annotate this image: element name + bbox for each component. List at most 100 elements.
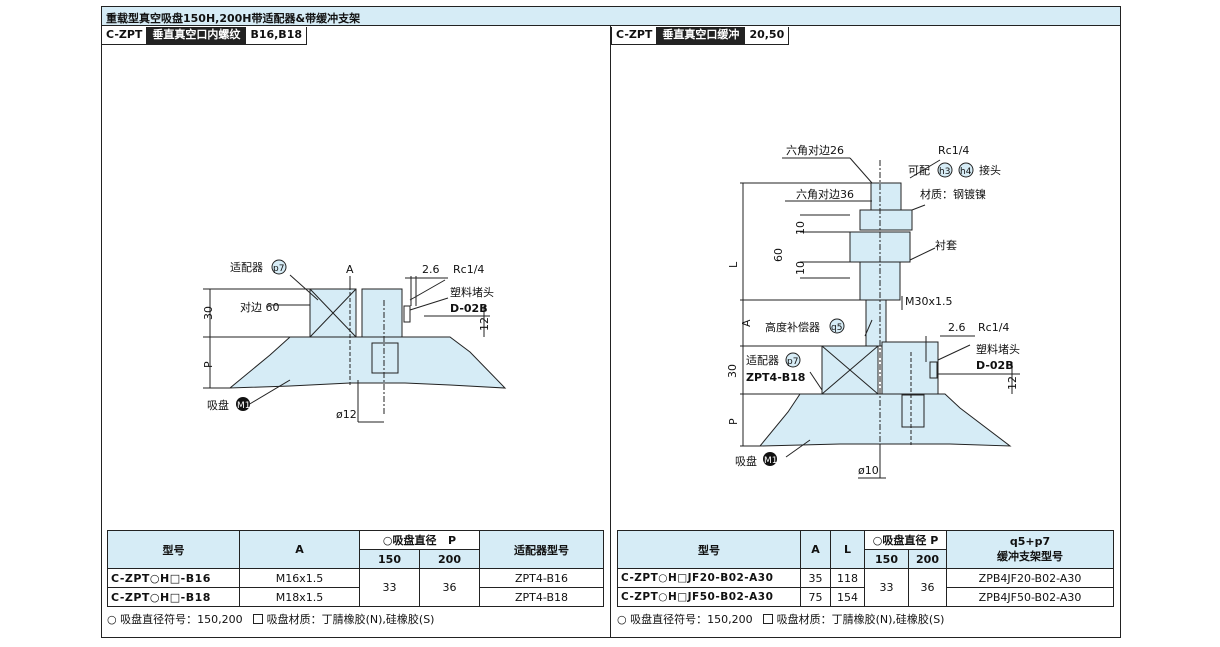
h4-icon: h4: [960, 167, 972, 177]
dim-30: 30: [202, 306, 215, 320]
material-label: 材质：钢镀镍: [920, 187, 986, 201]
p150-value: 33: [864, 568, 909, 607]
p150-value: 33: [359, 568, 420, 607]
h3-icon: h3: [939, 167, 950, 177]
dim-a: A: [346, 263, 354, 276]
rc2-label: Rc1/4: [978, 321, 1009, 334]
size-symbol-note: ○ 吸盘直径符号：150,200: [617, 613, 753, 626]
series-tag: C-ZPT: [611, 27, 658, 45]
suction-pad: [758, 393, 1012, 447]
d02b-label: D-02B: [450, 302, 488, 315]
table-row-l: 154: [830, 587, 865, 607]
type-tag: 垂直真空口缓冲: [657, 27, 745, 45]
table-row-bracket: ZPB4JF20-B02-A30: [946, 568, 1114, 588]
table-row-model: C-ZPT○H□JF50-B02-A30: [617, 587, 801, 607]
table-row-adapter: ZPT4-B18: [479, 587, 604, 607]
size-200: 200: [419, 549, 480, 569]
m1-icon: M1: [237, 401, 251, 411]
dim-l: L: [727, 261, 740, 268]
table-row-bracket: ZPB4JF50-B02-A30: [946, 587, 1114, 607]
left-spec-table: 型号 A ○吸盘直径 P 适配器型号 150 200 C-ZPT○H□-B16 …: [107, 530, 604, 607]
dim-p: P: [202, 361, 215, 368]
table-row-model: C-ZPT○H□-B18: [107, 587, 240, 607]
dim-30: 30: [726, 364, 739, 378]
left-drawing: 适配器 p7 A 2.6 Rc1/4 塑料堵头 D-02B 对边 60 30 1…: [202, 259, 507, 423]
p7-icon: p7: [273, 264, 284, 274]
bush-label: 衬套: [935, 239, 957, 252]
dim-12: 12: [478, 317, 491, 331]
dim-a: A: [740, 319, 753, 327]
variant-tag: B16,B18: [245, 27, 307, 45]
size-200: 200: [908, 549, 947, 569]
table-row-model: C-ZPT○H□-B16: [107, 568, 240, 588]
dia-10: ø10: [858, 464, 879, 477]
pad-label: 吸盘: [735, 454, 757, 468]
q5-icon: q5: [831, 323, 842, 333]
m30-label: M30x1.5: [905, 295, 953, 308]
size-150: 150: [864, 549, 909, 569]
available-label: 可配: [908, 164, 930, 177]
series-tag: C-ZPT: [102, 27, 148, 45]
table-row-a: M16x1.5: [239, 568, 360, 588]
col-model: 型号: [107, 530, 240, 569]
col-adapter: 适配器型号: [479, 530, 604, 569]
type-tag: 垂直真空口内螺纹: [147, 27, 246, 45]
adapter-label: 适配器: [746, 354, 779, 367]
material-note: 吸盘材质：丁腈橡胶(N),硅橡胶(S): [266, 613, 435, 626]
rc-label: Rc1/4: [938, 144, 969, 157]
p200-value: 36: [908, 568, 947, 607]
dim-2-6: 2.6: [422, 263, 440, 276]
rc-label: Rc1/4: [453, 263, 484, 276]
table-row-adapter: ZPT4-B16: [479, 568, 604, 588]
hex26-label: 六角对边26: [786, 143, 844, 157]
dim-2-6: 2.6: [948, 321, 966, 334]
col-pad-dia: ○吸盘直径 P: [864, 530, 947, 550]
catalog-frame: 重载型真空吸盘150H,200H带适配器&带缓冲支架 C-ZPT 垂直真空口内螺…: [101, 6, 1121, 638]
square-icon: [253, 614, 264, 624]
pad-label: 吸盘: [207, 398, 229, 412]
dim-10b: 10: [794, 261, 807, 275]
table-row-l: 118: [830, 568, 865, 588]
p200-value: 36: [419, 568, 480, 607]
right-tag-row: C-ZPT 垂直真空口缓冲 20,50: [611, 27, 790, 45]
plug-label: 塑料堵头: [976, 342, 1020, 356]
across-flats-label: 对边 60: [240, 300, 280, 314]
section-divider: [610, 26, 611, 638]
left-tag-row: C-ZPT 垂直真空口内螺纹 B16,B18: [102, 27, 307, 45]
variant-tag: 20,50: [744, 27, 790, 45]
dim-12: 12: [1006, 376, 1019, 390]
m1-icon: M1: [764, 456, 778, 466]
comp-label: 高度补偿器: [765, 320, 820, 334]
table-row-model: C-ZPT○H□JF20-B02-A30: [617, 568, 801, 588]
suction-pad: [228, 336, 507, 389]
table-row-a: M18x1.5: [239, 587, 360, 607]
table-row-a: 75: [800, 587, 831, 607]
dim-10a: 10: [794, 221, 807, 235]
col-pad-dia: ○吸盘直径 P: [359, 530, 480, 550]
hex36-label: 六角对边36: [796, 187, 854, 201]
page-title: 重载型真空吸盘150H,200H带适配器&带缓冲支架: [102, 7, 1120, 26]
dim-p: P: [727, 418, 740, 425]
col-model: 型号: [617, 530, 801, 569]
right-drawing: 六角对边26 Rc1/4 可配 h3 h4 接头 六角对边36 材质：钢镀镍 1…: [726, 143, 1020, 479]
joint-label: 接头: [979, 164, 1001, 177]
size-symbol-note: ○ 吸盘直径符号：150,200: [107, 613, 243, 626]
col-a: A: [239, 530, 360, 569]
p7-icon: p7: [787, 357, 798, 367]
dia-12: ø12: [336, 408, 357, 421]
d02b-label: D-02B: [976, 359, 1014, 372]
col-a: A: [800, 530, 831, 569]
material-note: 吸盘材质：丁腈橡胶(N),硅橡胶(S): [776, 613, 945, 626]
plug-label: 塑料堵头: [450, 285, 494, 299]
left-notes: ○ 吸盘直径符号：150,200 吸盘材质：丁腈橡胶(N),硅橡胶(S): [107, 611, 434, 627]
size-150: 150: [359, 549, 420, 569]
right-notes: ○ 吸盘直径符号：150,200 吸盘材质：丁腈橡胶(N),硅橡胶(S): [617, 611, 944, 627]
square-icon: [763, 614, 774, 624]
zpt-label: ZPT4-B18: [746, 371, 805, 384]
adapter-label: 适配器: [230, 261, 263, 274]
col-l: L: [830, 530, 865, 569]
dim-60: 60: [772, 248, 785, 262]
table-row-a: 35: [800, 568, 831, 588]
